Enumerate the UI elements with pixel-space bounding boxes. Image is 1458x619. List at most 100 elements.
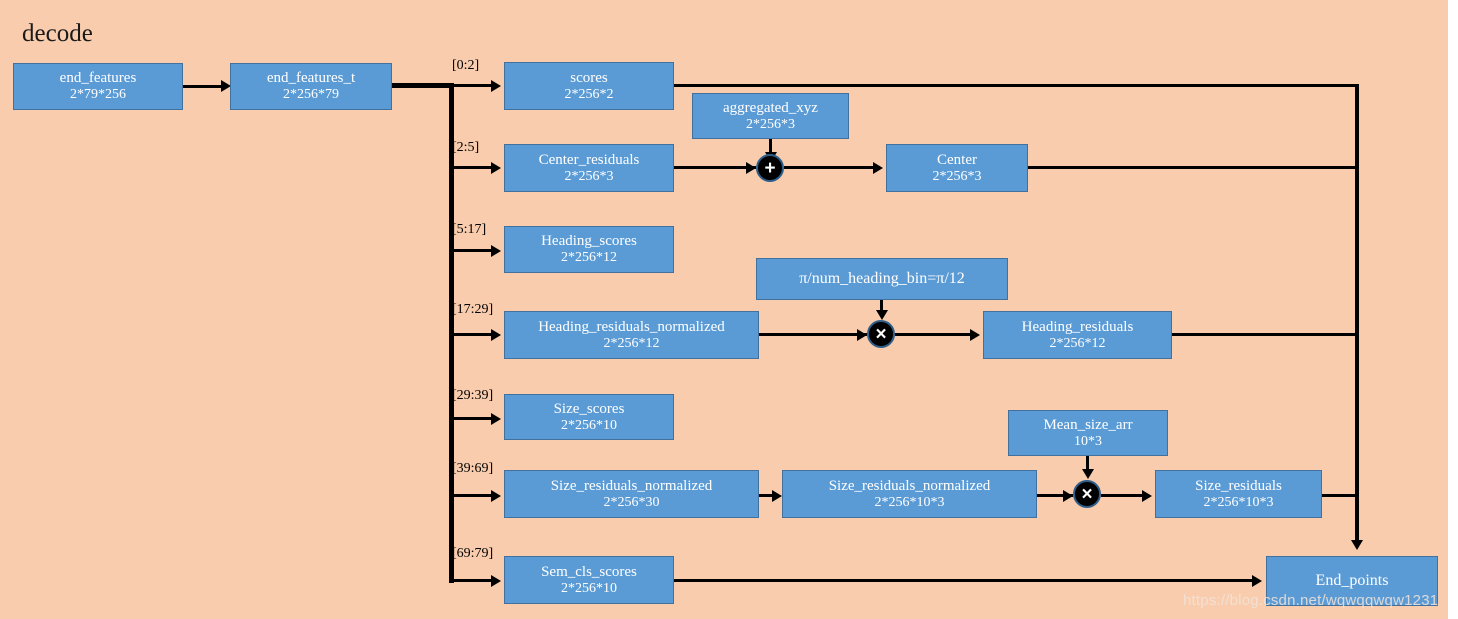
arrowhead	[491, 162, 501, 174]
arrowhead	[857, 329, 867, 341]
node-center-residuals[interactable]: Center_residuals 2*256*3	[504, 144, 674, 192]
arrowhead	[876, 310, 888, 320]
node-label: aggregated_xyz	[723, 99, 818, 116]
arrowhead	[491, 329, 501, 341]
edge-slice0	[449, 84, 493, 87]
edge-slice4	[449, 417, 493, 420]
node-label: Heading_residuals_normalized	[538, 318, 725, 335]
edge-aggxyz-to-add	[769, 139, 772, 155]
edge-headres-to-mul	[759, 333, 867, 336]
node-label: Size_residuals	[1195, 477, 1282, 494]
node-size-residuals[interactable]: Size_residuals 2*256*10*3	[1155, 470, 1322, 518]
node-shape: 2*256*10	[561, 580, 617, 596]
arrowhead	[491, 490, 501, 502]
node-shape: 2*256*12	[561, 250, 617, 266]
node-label: Mean_size_arr	[1043, 416, 1133, 433]
edge-headres-to-bus	[1172, 333, 1358, 336]
node-size-scores[interactable]: Size_scores 2*256*10	[504, 394, 674, 440]
arrowhead	[491, 575, 501, 587]
node-label: π/num_heading_bin=π/12	[799, 270, 965, 288]
arrowhead	[1082, 469, 1094, 479]
edge-slice5	[449, 494, 493, 497]
edge-semcls-to-endpoints	[674, 579, 1254, 582]
slice-label-17-29: [17:29]	[452, 302, 494, 317]
edge-slice1	[449, 166, 493, 169]
node-heading-residuals[interactable]: Heading_residuals 2*256*12	[983, 311, 1172, 359]
node-end-points[interactable]: End_points	[1266, 556, 1438, 606]
edge-slice6	[449, 579, 493, 582]
node-end-features[interactable]: end_features 2*79*256	[13, 63, 183, 110]
node-heading-residuals-normalized[interactable]: Heading_residuals_normalized 2*256*12	[504, 311, 759, 359]
node-center[interactable]: Center 2*256*3	[886, 144, 1028, 192]
slice-label-2-5: [2:5]	[452, 140, 480, 155]
node-heading-bin-const[interactable]: π/num_heading_bin=π/12	[756, 258, 1008, 300]
page-title: decode	[22, 20, 93, 47]
edge-sizeres-to-bus	[1322, 494, 1358, 497]
arrowhead	[221, 80, 231, 92]
node-shape: 2*256*10	[561, 417, 617, 433]
edge-sizeres30-to-sizeres103	[759, 494, 777, 497]
node-aggregated-xyz[interactable]: aggregated_xyz 2*256*3	[692, 93, 849, 139]
operator-add: +	[756, 154, 784, 182]
node-label: Size_scores	[553, 400, 625, 417]
edge-mul-to-headres	[895, 333, 973, 336]
arrowhead	[1142, 490, 1152, 502]
edge-center-to-bus	[1028, 166, 1358, 169]
node-shape: 2*256*3	[564, 168, 614, 184]
node-heading-scores[interactable]: Heading_scores 2*256*12	[504, 226, 674, 273]
node-label: Center	[937, 151, 977, 168]
node-end-features-t[interactable]: end_features_t 2*256*79	[230, 63, 392, 110]
node-shape: 2*256*3	[932, 168, 982, 184]
edge-meansize-to-mul	[1086, 456, 1089, 472]
node-shape: 2*256*30	[603, 494, 660, 510]
node-shape: 2*256*79	[283, 87, 339, 103]
node-mean-size-arr[interactable]: Mean_size_arr 10*3	[1008, 410, 1168, 456]
edge-add-to-center	[784, 166, 876, 169]
node-shape: 2*256*2	[564, 86, 614, 102]
node-shape: 2*256*12	[603, 335, 660, 351]
arrowhead	[491, 80, 501, 92]
arrowhead	[746, 162, 756, 174]
node-sem-cls-scores[interactable]: Sem_cls_scores 2*256*10	[504, 556, 674, 604]
arrowhead	[1351, 540, 1363, 550]
arrowhead	[970, 329, 980, 341]
edge-const-to-mul	[880, 300, 883, 313]
node-label: Heading_scores	[541, 233, 637, 250]
arrowhead	[1252, 575, 1262, 587]
slice-label-29-39: [29:39]	[452, 388, 494, 403]
slice-label-0-2: [0:2]	[452, 58, 480, 73]
node-shape: 2*256*10*3	[874, 494, 945, 510]
node-label: end_features_t	[266, 70, 356, 87]
node-label: Heading_residuals	[1021, 318, 1134, 335]
node-label: end_features	[59, 70, 137, 87]
node-label: Center_residuals	[538, 151, 640, 168]
node-label: scores	[570, 69, 608, 86]
node-shape: 2*256*10*3	[1203, 494, 1274, 510]
node-size-residuals-normalized-30[interactable]: Size_residuals_normalized 2*256*30	[504, 470, 759, 518]
slice-label-5-17: [5:17]	[452, 222, 487, 237]
watermark: https://blog.csdn.net/wqwqqwqw1231	[1183, 592, 1439, 609]
arrowhead	[1063, 490, 1073, 502]
node-label: Sem_cls_scores	[541, 563, 637, 580]
slice-label-39-69: [39:69]	[452, 461, 494, 476]
node-label: End_points	[1315, 572, 1389, 590]
node-size-residuals-normalized-103[interactable]: Size_residuals_normalized 2*256*10*3	[782, 470, 1037, 518]
edge-slice2	[449, 249, 493, 252]
node-shape: 2*256*12	[1049, 335, 1106, 351]
arrowhead	[491, 413, 501, 425]
node-shape: 10*3	[1074, 433, 1102, 449]
node-label: Size_residuals_normalized	[550, 477, 713, 494]
arrowhead	[491, 245, 501, 257]
edge-endfeat-to-endfeatt	[183, 85, 223, 88]
node-label: Size_residuals_normalized	[828, 477, 991, 494]
node-scores[interactable]: scores 2*256*2	[504, 62, 674, 110]
collector-bus	[1355, 84, 1359, 542]
slice-label-69-79: [69:79]	[452, 546, 494, 561]
operator-multiply-size: ×	[1073, 480, 1101, 508]
edge-sizeres103-to-mul	[1037, 494, 1073, 497]
edge-trunk	[392, 83, 454, 88]
edge-scores-to-bus	[674, 84, 1358, 87]
arrowhead	[873, 162, 883, 174]
operator-multiply-heading: ×	[867, 320, 895, 348]
